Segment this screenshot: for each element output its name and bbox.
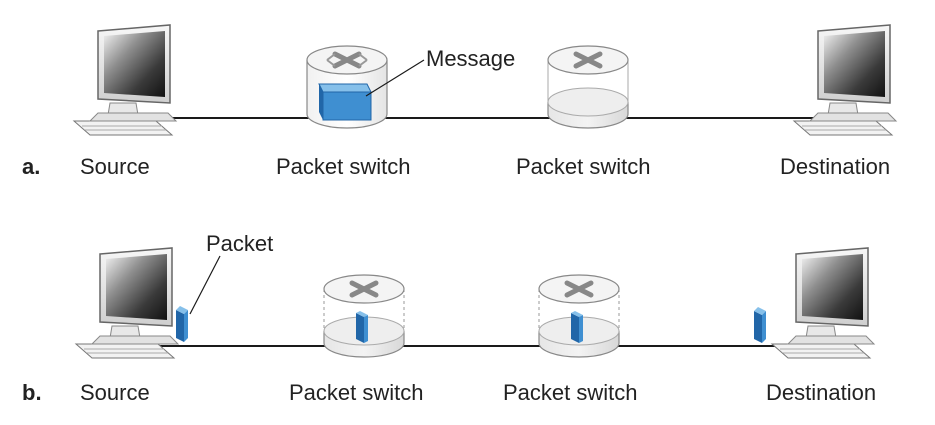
message-callout-line [365,59,425,97]
row-a: Message a. Source Packet switch Packet s… [22,24,897,179]
packet-callout-label: Packet [206,231,273,256]
source-label: Source [80,380,150,405]
message-callout-label: Message [426,46,515,71]
destination-label: Destination [766,380,876,405]
packet-switch-icon [539,275,619,357]
packet-switch-icon [324,275,404,357]
destination-computer-icon [771,247,875,359]
packet-icon [754,307,766,343]
packet-callout-line [189,255,221,315]
row-b: Packet b. Source Packet switch Packet sw… [22,231,876,405]
source-label: Source [80,154,150,179]
source-computer-icon [73,24,177,136]
packet-switch-icon [307,46,387,128]
source-computer-icon [75,247,179,359]
packet-switch-icon [548,46,628,128]
packet-switch-label: Packet switch [516,154,651,179]
row-label-b: b. [22,380,42,405]
destination-label: Destination [780,154,890,179]
packet-switch-label: Packet switch [503,380,638,405]
packet-icon [176,306,188,342]
packet-switch-label: Packet switch [276,154,411,179]
row-label-a: a. [22,154,40,179]
packet-switch-label: Packet switch [289,380,424,405]
